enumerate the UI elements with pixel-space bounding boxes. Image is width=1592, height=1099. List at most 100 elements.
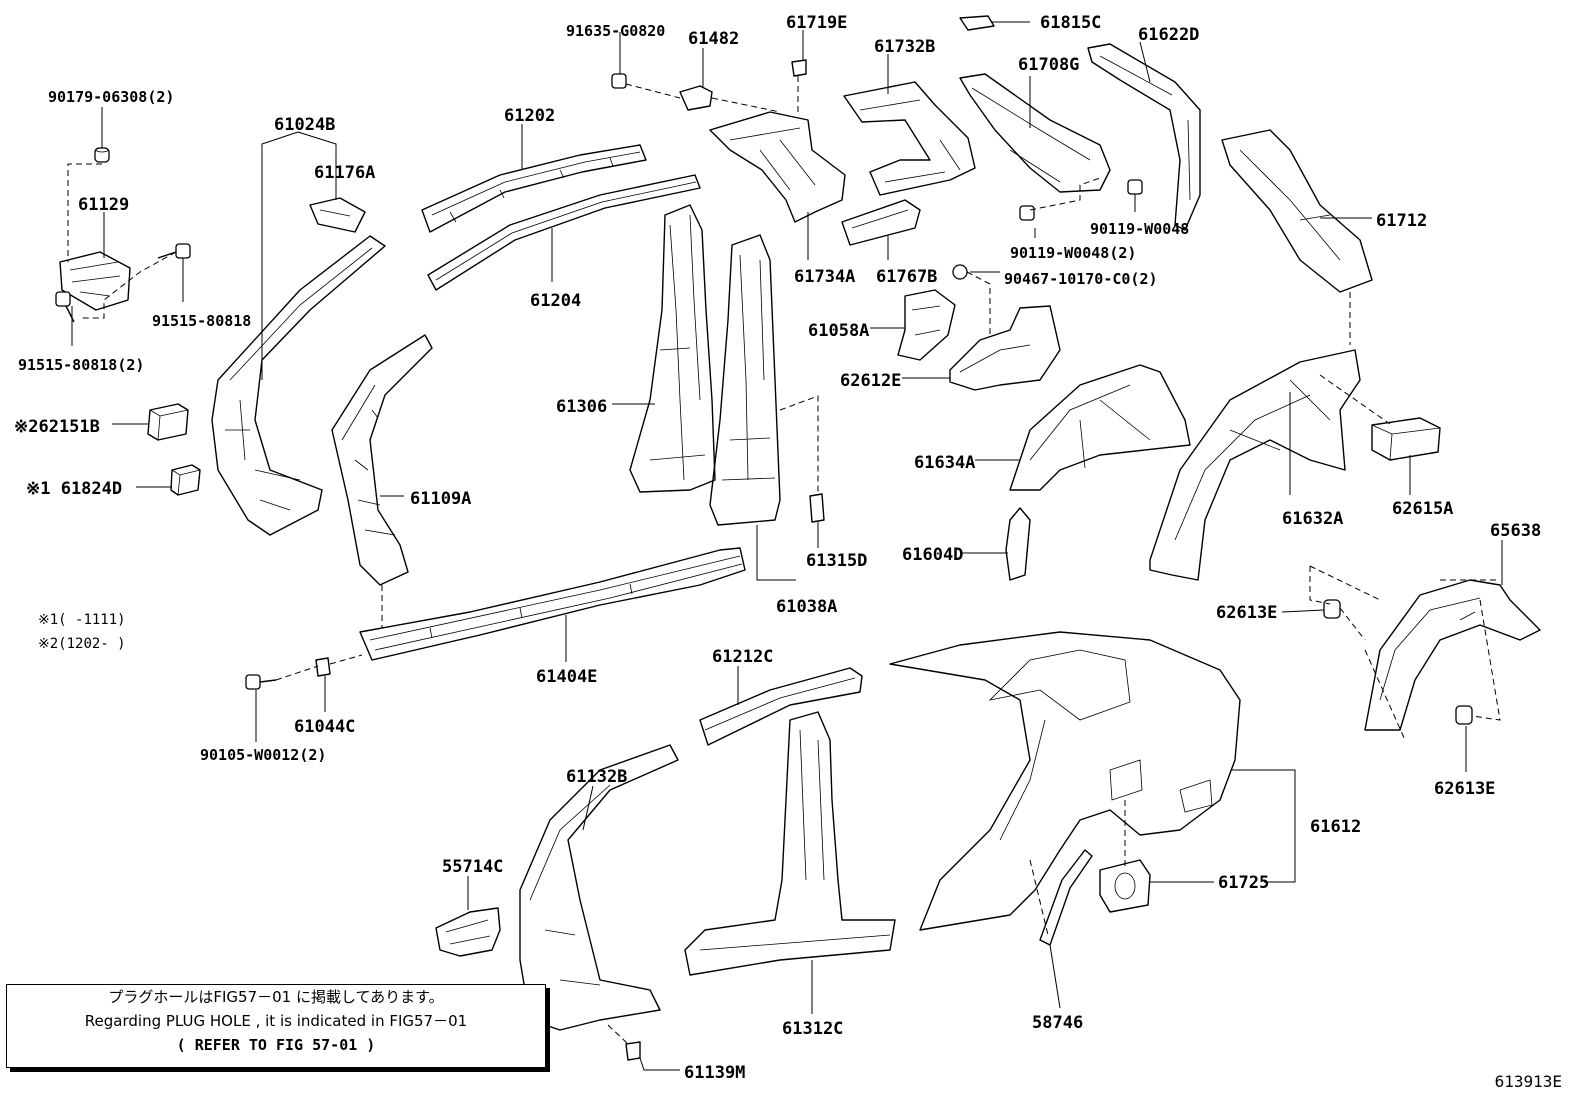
- label-90467-10170-C0: 90467-10170-C0(2): [1004, 270, 1158, 288]
- label-61202: 61202: [504, 106, 555, 126]
- part-61612-quarter-panel: [889, 631, 1241, 931]
- label-90119-W0048: 90119-W0048: [1090, 220, 1189, 238]
- label-61708G: 61708G: [1018, 55, 1079, 75]
- part-62613E-clip-b: [1455, 705, 1473, 725]
- part-91515-bolt-a: [157, 243, 191, 259]
- part-61719E-clip: [791, 59, 807, 77]
- part-61824D-block: [170, 464, 201, 496]
- part-61024B-front-pillar: [211, 235, 386, 536]
- label-61024B: 61024B: [274, 115, 335, 135]
- part-61404E-rocker: [359, 547, 746, 661]
- assembly-lines: [67, 76, 1501, 1045]
- part-61712: [1221, 129, 1373, 293]
- label-61312C: 61312C: [782, 1019, 843, 1039]
- notice-line-refer: ( REFER TO FIG 57-01 ): [176, 1036, 376, 1054]
- label-91515-80818-2: 91515-80818(2): [18, 356, 144, 374]
- label-61058A: 61058A: [808, 321, 869, 341]
- part-62615A-block: [1371, 417, 1441, 461]
- part-61139M-clip: [625, 1041, 641, 1061]
- part-90467-clip: [952, 264, 968, 280]
- label-61109A: 61109A: [410, 489, 471, 509]
- part-61204-inner-rail: [427, 174, 701, 291]
- plug-hole-notice: プラグホールはFIG57－01 に掲載してあります。 Regarding PLU…: [6, 984, 546, 1068]
- label-61038A: 61038A: [776, 597, 837, 617]
- footnote-1: ※1( -1111): [38, 612, 126, 628]
- part-61109A-pillar-inner: [331, 334, 433, 586]
- part-61634A-wheelhouse-inner: [1009, 364, 1191, 491]
- label-61815C: 61815C: [1040, 13, 1101, 33]
- part-62612E: [949, 305, 1061, 391]
- label-91635-G0820: 91635-G0820: [566, 22, 665, 40]
- part-61732B-quarter-inner: [843, 81, 976, 196]
- label-61719E: 61719E: [786, 13, 847, 33]
- part-61202-roof-rail: [421, 144, 647, 233]
- label-61725: 61725: [1218, 873, 1269, 893]
- part-61058A: [897, 289, 956, 361]
- label-62613E-a: 62613E: [1216, 603, 1277, 623]
- part-90119-bolt-a: [1019, 205, 1035, 221]
- notice-line-english: Regarding PLUG HOLE , it is indicated in…: [84, 1012, 468, 1030]
- label-61044C: 61044C: [294, 717, 355, 737]
- label-61604D: 61604D: [902, 545, 963, 565]
- part-61044C-clip: [315, 657, 331, 677]
- part-61038A-reinforcement: [709, 234, 781, 526]
- label-61482: 61482: [688, 29, 739, 49]
- part-61312C-center-pillar: [684, 711, 896, 976]
- part-61632A-wheelhouse-outer: [1149, 349, 1361, 581]
- part-91515-bolt-b: [55, 291, 75, 323]
- label-61767B: 61767B: [876, 267, 937, 287]
- label-62151B: ※262151B: [14, 417, 100, 437]
- label-61732B: 61732B: [874, 37, 935, 57]
- part-61315D-plate: [809, 493, 825, 523]
- part-61482-bracket: [679, 85, 713, 111]
- part-61734A-rear-pillar: [709, 111, 846, 223]
- footnote-2: ※2(1202- ): [38, 636, 126, 652]
- label-62615A: 62615A: [1392, 499, 1453, 519]
- label-91515-80818: 91515-80818: [152, 312, 251, 330]
- label-90105-W0012: 90105-W0012(2): [200, 746, 326, 764]
- label-61734A: 61734A: [794, 267, 855, 287]
- label-61712: 61712: [1376, 211, 1427, 231]
- part-61176A: [309, 197, 366, 233]
- label-61622D: 61622D: [1138, 25, 1199, 45]
- figure-id: 613913E: [1494, 1072, 1562, 1091]
- label-61612: 61612: [1310, 817, 1361, 837]
- label-58746: 58746: [1032, 1013, 1083, 1033]
- label-62612E: 62612E: [840, 371, 901, 391]
- label-61824D: ※1 61824D: [26, 479, 122, 499]
- part-61708G: [959, 73, 1111, 193]
- part-62613E-clip-a: [1323, 599, 1341, 619]
- label-65638: 65638: [1490, 521, 1541, 541]
- label-61139M: 61139M: [684, 1063, 745, 1083]
- part-61129-bracket: [59, 251, 131, 311]
- part-90105-bolt: [245, 674, 277, 690]
- part-58746-trim: [1039, 849, 1093, 946]
- label-55714C: 55714C: [442, 857, 503, 877]
- label-90179-06308: 90179-06308(2): [48, 88, 174, 106]
- part-90119-bolt-b: [1127, 179, 1143, 195]
- label-61634A: 61634A: [914, 453, 975, 473]
- part-65638-liner: [1364, 579, 1541, 731]
- part-91635-bolt: [611, 73, 627, 89]
- part-62151B-block: [147, 403, 189, 441]
- label-61306: 61306: [556, 397, 607, 417]
- label-61204: 61204: [530, 291, 581, 311]
- part-61815C-plate: [959, 15, 995, 31]
- part-61604D-gusset: [1005, 507, 1031, 581]
- notice-line-japanese: プラグホールはFIG57－01 に掲載してあります。: [108, 988, 444, 1006]
- label-61632A: 61632A: [1282, 509, 1343, 529]
- part-labels: 91635-G0820 61482 61719E 61732B 61815C 6…: [14, 13, 1541, 1083]
- label-61404E: 61404E: [536, 667, 597, 687]
- leader-lines: [71, 21, 1503, 1071]
- part-61767B: [841, 199, 921, 246]
- label-61212C: 61212C: [712, 647, 773, 667]
- label-90119-W0048-2: 90119-W0048(2): [1010, 244, 1136, 262]
- part-61212C-roof-side: [699, 667, 863, 746]
- label-61176A: 61176A: [314, 163, 375, 183]
- label-61129: 61129: [78, 195, 129, 215]
- label-61132B: 61132B: [566, 767, 627, 787]
- part-90179-nut: [94, 147, 110, 163]
- part-61725-fuel-filler: [1099, 859, 1151, 913]
- part-61306-center-pillar: [629, 204, 716, 493]
